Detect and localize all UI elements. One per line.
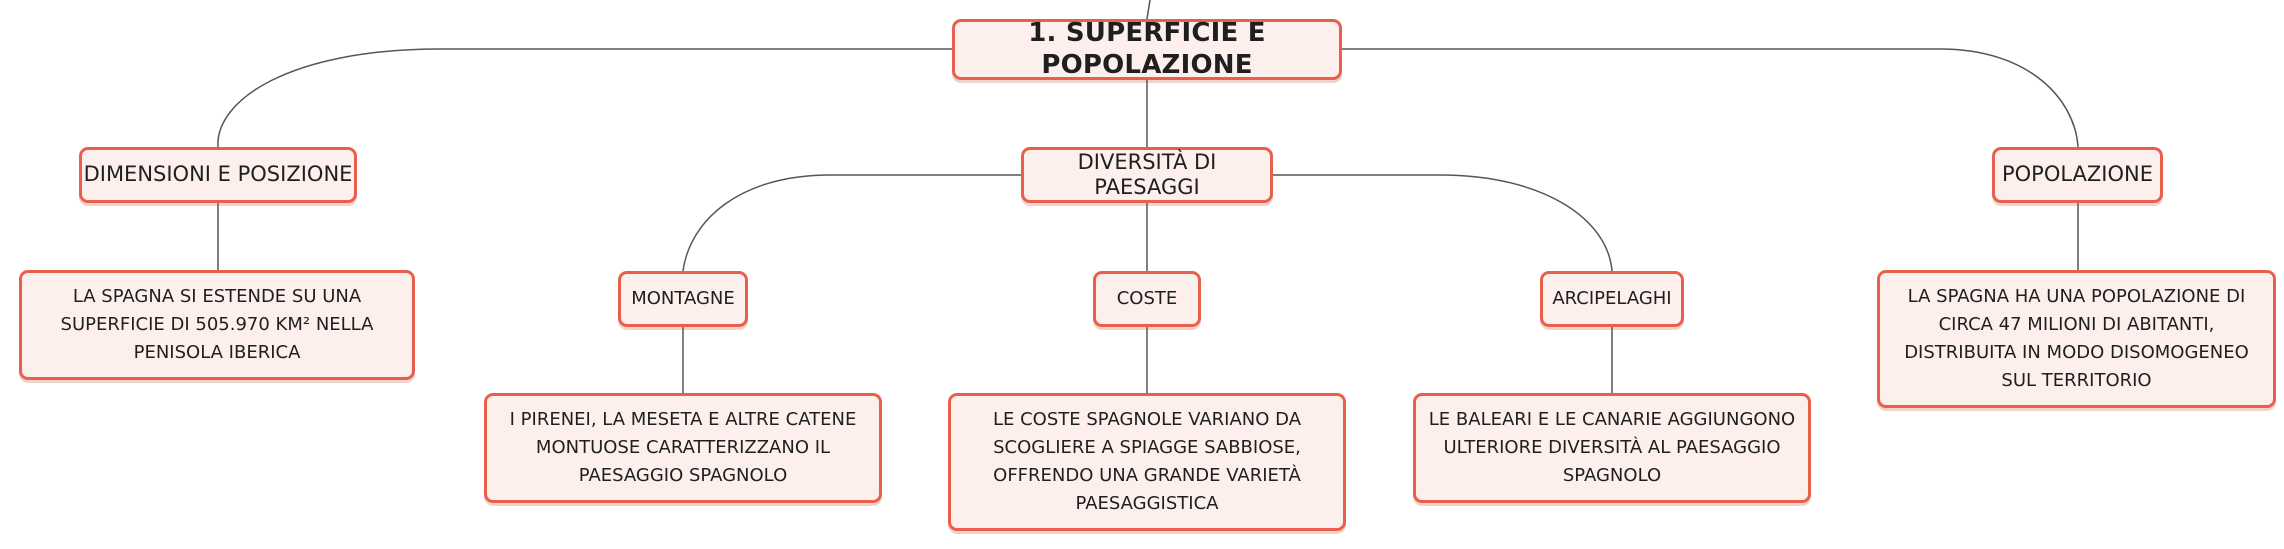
topic-popolazione[interactable]: POPOLAZIONE [1992, 147, 2163, 203]
topic-dimensioni-e-posizione[interactable]: DIMENSIONI E POSIZIONE [79, 147, 357, 203]
connector-paesaggi-arcipelaghi [1273, 174, 1613, 272]
root-topic[interactable]: 1. SUPERFICIE E POPOLAZIONE [952, 18, 1342, 80]
subtopic-montagne[interactable]: MONTAGNE [618, 271, 748, 327]
connector-root-dimensioni [217, 48, 952, 148]
subtopic-coste[interactable]: COSTE [1093, 271, 1201, 327]
note-coste[interactable]: LE COSTE SPAGNOLE VARIANO DA SCOGLIERE A… [948, 393, 1346, 531]
note-popolazione[interactable]: LA SPAGNA HA UNA POPOLAZIONE DI CIRCA 47… [1877, 270, 2276, 408]
connector-root-popolazione [1342, 48, 2079, 148]
note-arcipelaghi[interactable]: LE BALEARI E LE CANARIE AGGIUNGONO ULTER… [1413, 393, 1811, 503]
note-dimensioni[interactable]: LA SPAGNA SI ESTENDE SU UNA SUPERFICIE D… [19, 270, 415, 380]
subtopic-arcipelaghi[interactable]: ARCIPELAGHI [1540, 271, 1684, 327]
connector-paesaggi-montagne [682, 174, 1021, 272]
connector-parent-stub [1146, 0, 1151, 20]
note-montagne[interactable]: I PIRENEI, LA MESETA E ALTRE CATENE MONT… [484, 393, 882, 503]
topic-diversita-di-paesaggi[interactable]: DIVERSITÀ DI PAESAGGI [1021, 147, 1273, 203]
